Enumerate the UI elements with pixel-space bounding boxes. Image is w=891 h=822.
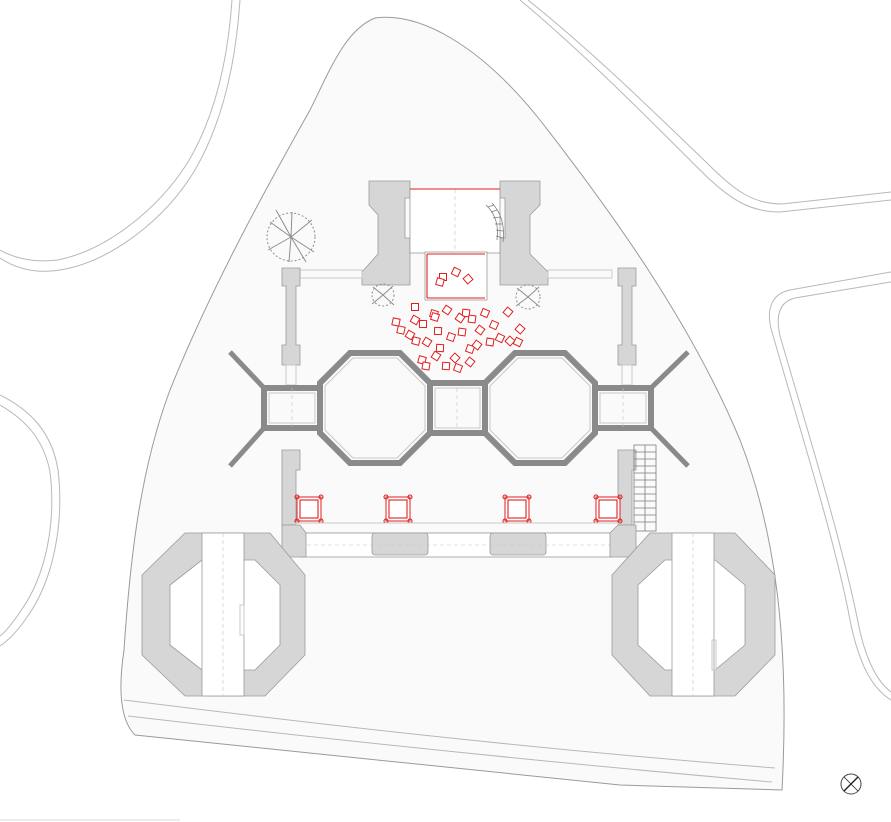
audience-seat: [435, 343, 445, 353]
audience-seat: [474, 324, 486, 336]
audience-seat: [396, 325, 406, 335]
audience-seat: [464, 356, 476, 368]
stage-seat: [462, 273, 474, 285]
audience-seating: [391, 303, 526, 374]
audience-seat: [411, 336, 421, 346]
audience-seat: [409, 314, 421, 326]
audience-seat: [457, 327, 467, 337]
audience-seat: [488, 319, 500, 331]
audience-seat: [421, 336, 433, 348]
stage-seating: [435, 266, 474, 287]
audience-seat: [485, 337, 495, 347]
audience-seat: [514, 323, 526, 335]
audience-seat: [418, 319, 428, 329]
stage-building: [361, 180, 549, 301]
pavilion: [502, 494, 532, 524]
north-arrow-icon: [840, 773, 862, 795]
audience-seat: [430, 350, 442, 362]
stage-seat: [435, 277, 445, 287]
audience-seat: [391, 317, 401, 327]
audience-seat: [467, 314, 477, 324]
audience-seat: [504, 335, 516, 347]
audience-seat: [512, 336, 524, 348]
tree-icon: [371, 283, 395, 307]
audience-seat: [461, 308, 471, 318]
lower-right-building: [611, 532, 776, 697]
audience-seat: [471, 339, 483, 351]
lower-connector: [281, 522, 637, 558]
tree-icon: [515, 284, 541, 310]
lower-left-building: [141, 532, 306, 697]
audience-seat: [441, 304, 453, 316]
red-pavilions: [294, 494, 623, 524]
audience-seat: [449, 352, 461, 364]
audience-seat: [464, 343, 476, 355]
staircase: [633, 444, 657, 532]
audience-seat: [421, 361, 431, 371]
audience-seat: [454, 312, 466, 324]
octagon-frames: [228, 350, 690, 468]
stage-stair: [485, 202, 504, 243]
audience-seat: [411, 303, 419, 311]
pavilion: [383, 494, 413, 524]
audience-seat: [479, 307, 491, 319]
audience-seat: [502, 306, 514, 318]
audience-seat: [441, 361, 451, 371]
tree-icon: [266, 209, 316, 263]
pavilion: [294, 494, 324, 524]
audience-seat: [433, 326, 443, 336]
walkways: [281, 267, 637, 526]
pavilion: [593, 494, 623, 524]
terrain-contours: [0, 0, 891, 701]
stage-seat: [450, 266, 462, 278]
audience-seat: [494, 332, 506, 344]
audience-seat: [445, 331, 457, 343]
audience-seat: [452, 362, 464, 374]
audience-seat: [429, 311, 441, 323]
